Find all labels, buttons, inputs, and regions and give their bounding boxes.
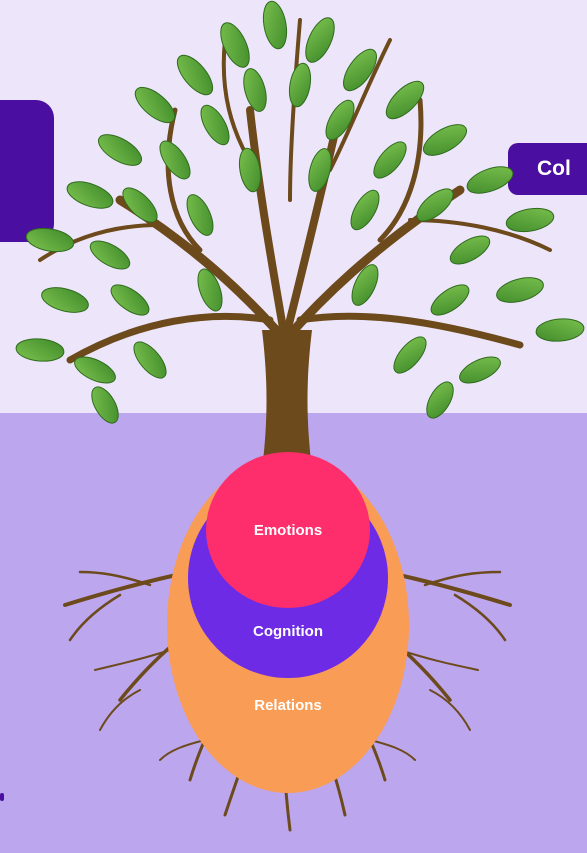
emotions-label: Emotions: [253, 522, 323, 539]
cognition-label: Cognition: [253, 623, 323, 640]
emotions-layer: [206, 452, 370, 608]
right-label-box: Col: [508, 143, 587, 195]
right-label-text: Col: [537, 157, 571, 180]
layer-stack: [167, 452, 409, 793]
relations-label: Relations: [254, 697, 322, 714]
left-label-box: [0, 100, 54, 242]
leaves: [15, 0, 585, 424]
left-edge-mark: [0, 793, 4, 801]
trunk: [262, 330, 312, 470]
